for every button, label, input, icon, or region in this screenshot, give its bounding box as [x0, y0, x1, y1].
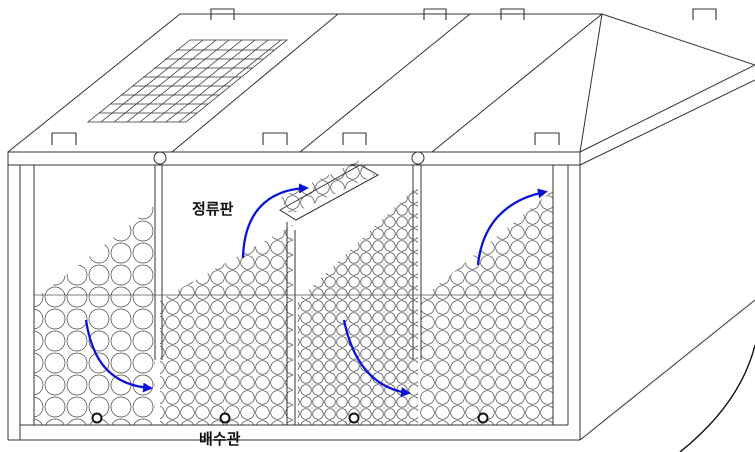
hinge-joint: [411, 151, 425, 165]
ground-contour: [679, 344, 755, 452]
lifting-handle-icon: [534, 132, 560, 145]
drain-hole-icon: [91, 412, 103, 424]
drain-hole-icon: [219, 412, 231, 424]
hinge-joint: [153, 151, 167, 165]
baffle-label: 정류판: [192, 200, 234, 218]
media-chamber-3: [298, 185, 418, 425]
media-chamber-1: [34, 205, 155, 425]
flow-arrow-icon: [84, 319, 153, 393]
drain-hole-icon: [348, 412, 360, 424]
lifting-handle-icon: [342, 132, 367, 145]
drain-pipe-label: 배수관: [199, 430, 241, 448]
media-chamber-4: [420, 190, 553, 425]
inspection-grate-icon: [86, 39, 289, 123]
flow-arrow-icon: [476, 188, 548, 266]
lifting-handle-icon: [262, 132, 288, 145]
flow-arrow-icon: [241, 183, 309, 259]
lifting-handle-icon: [423, 8, 447, 20]
lifting-handle-icon: [210, 8, 235, 20]
tank-lid: [7, 13, 755, 153]
media-chamber-2: [160, 225, 293, 425]
flow-arrow-icon: [342, 319, 411, 397]
lifting-handle-icon: [692, 8, 717, 20]
drain-hole-icon: [477, 412, 489, 424]
lifting-handle-icon: [500, 8, 525, 20]
lifting-handle-icon: [51, 132, 77, 145]
